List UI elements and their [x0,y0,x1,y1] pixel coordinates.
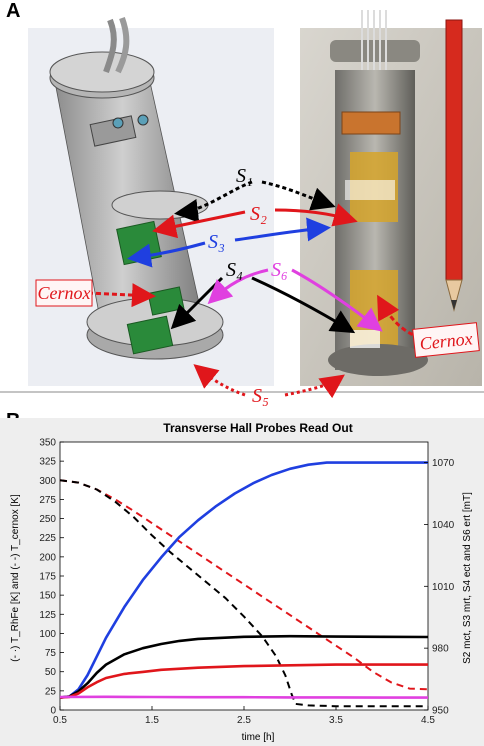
series-layer [59,461,429,708]
left-y-tick-label-6: 150 [39,591,56,602]
label-s4: S₄ [226,259,243,281]
svg-text:Cernox: Cernox [38,283,91,303]
arrow-s2-left [152,210,246,239]
left-y-axis-label: (- ·) T_RhFe [K] and (- -) T_cernox [K] [10,494,21,662]
left-y-tick-label-2: 50 [45,667,57,678]
left-y-tick-label-8: 200 [39,552,56,563]
arrow-s3-right [234,217,331,242]
left-y-tick-label-4: 100 [39,629,56,640]
series-line-5 [59,695,428,699]
label-s5: S₅ [252,385,269,407]
left-y-tick-label-12: 300 [39,476,56,487]
arrow-s4-right [251,276,356,334]
chart-title: Transverse Hall Probes Read Out [163,421,352,435]
cernox-label-right: Cernox [412,322,480,358]
x-tick-label-4: 4.5 [421,715,435,726]
arrow-s1-right [261,180,336,211]
cernox-label-left: Cernox [35,279,93,307]
left-y-tick-label-1: 25 [45,686,57,697]
x-tick-label-3: 3.5 [329,715,343,726]
right-y-tick-label-0: 950 [432,706,449,717]
right-y-tick-label-2: 1010 [432,582,455,593]
left-y-tick-label-3: 75 [45,648,57,659]
axis-layer: 0.5 1.5 2.5 3.5 4.5 0 25 50 75 100 125 150 175 200 225… [39,438,454,727]
series-line-3 [59,634,429,699]
series-line-0 [59,479,429,691]
label-s6: S₆ [271,259,288,281]
series-line-2 [59,461,428,699]
right-y-tick-label-4: 1070 [432,458,455,469]
arrow-s1-left [174,180,253,223]
x-tick-label-0: 0.5 [53,715,67,726]
left-y-tick-label-9: 225 [39,533,56,544]
x-tick-label-1: 1.5 [145,715,159,726]
arrow-s5-left [193,364,246,397]
left-y-tick-label-5: 125 [39,610,56,621]
chart-b: Transverse Hall Probes Read Out 0.5 1.5 2.… [0,418,484,746]
arrow-s6-right [291,268,383,332]
left-y-tick-label-13: 325 [39,457,56,468]
series-line-1 [59,479,428,708]
label-s2: S₂ [250,203,267,225]
right-y-axis-label: S2 mct, S3 mrt, S4 ect and S6 ert [mT] [462,492,473,664]
arrow-s5-right [284,374,345,399]
pencil-image [445,19,463,312]
plot-area [59,441,429,711]
arrow-s6-left [207,268,269,305]
arrow-cernox-right [377,294,421,340]
left-y-tick-label-11: 275 [39,495,56,506]
right-y-tick-label-1: 980 [432,644,449,655]
arrow-s3-left [127,241,206,268]
arrow-cernox-left [87,283,156,308]
x-tick-label-2: 2.5 [237,715,251,726]
panel-a-figure: S₁ S₂ S₃ S₄ S₆ S₅ Cernox Cernox [0,10,484,407]
left-y-tick-label-10: 250 [39,514,56,525]
x-axis-label: time [h] [242,732,275,743]
arrow-s2-right [274,203,358,227]
series-line-4 [59,663,428,699]
right-y-tick-label-3: 1040 [432,520,455,531]
left-y-tick-label-0: 0 [50,706,56,717]
sensor-arrows [87,180,421,399]
label-s1: S₁ [236,165,253,187]
left-y-tick-label-7: 175 [39,572,56,583]
label-s3: S₃ [208,231,225,253]
left-y-tick-label-14: 350 [39,438,56,449]
panel-a-letter: A [6,0,21,22]
